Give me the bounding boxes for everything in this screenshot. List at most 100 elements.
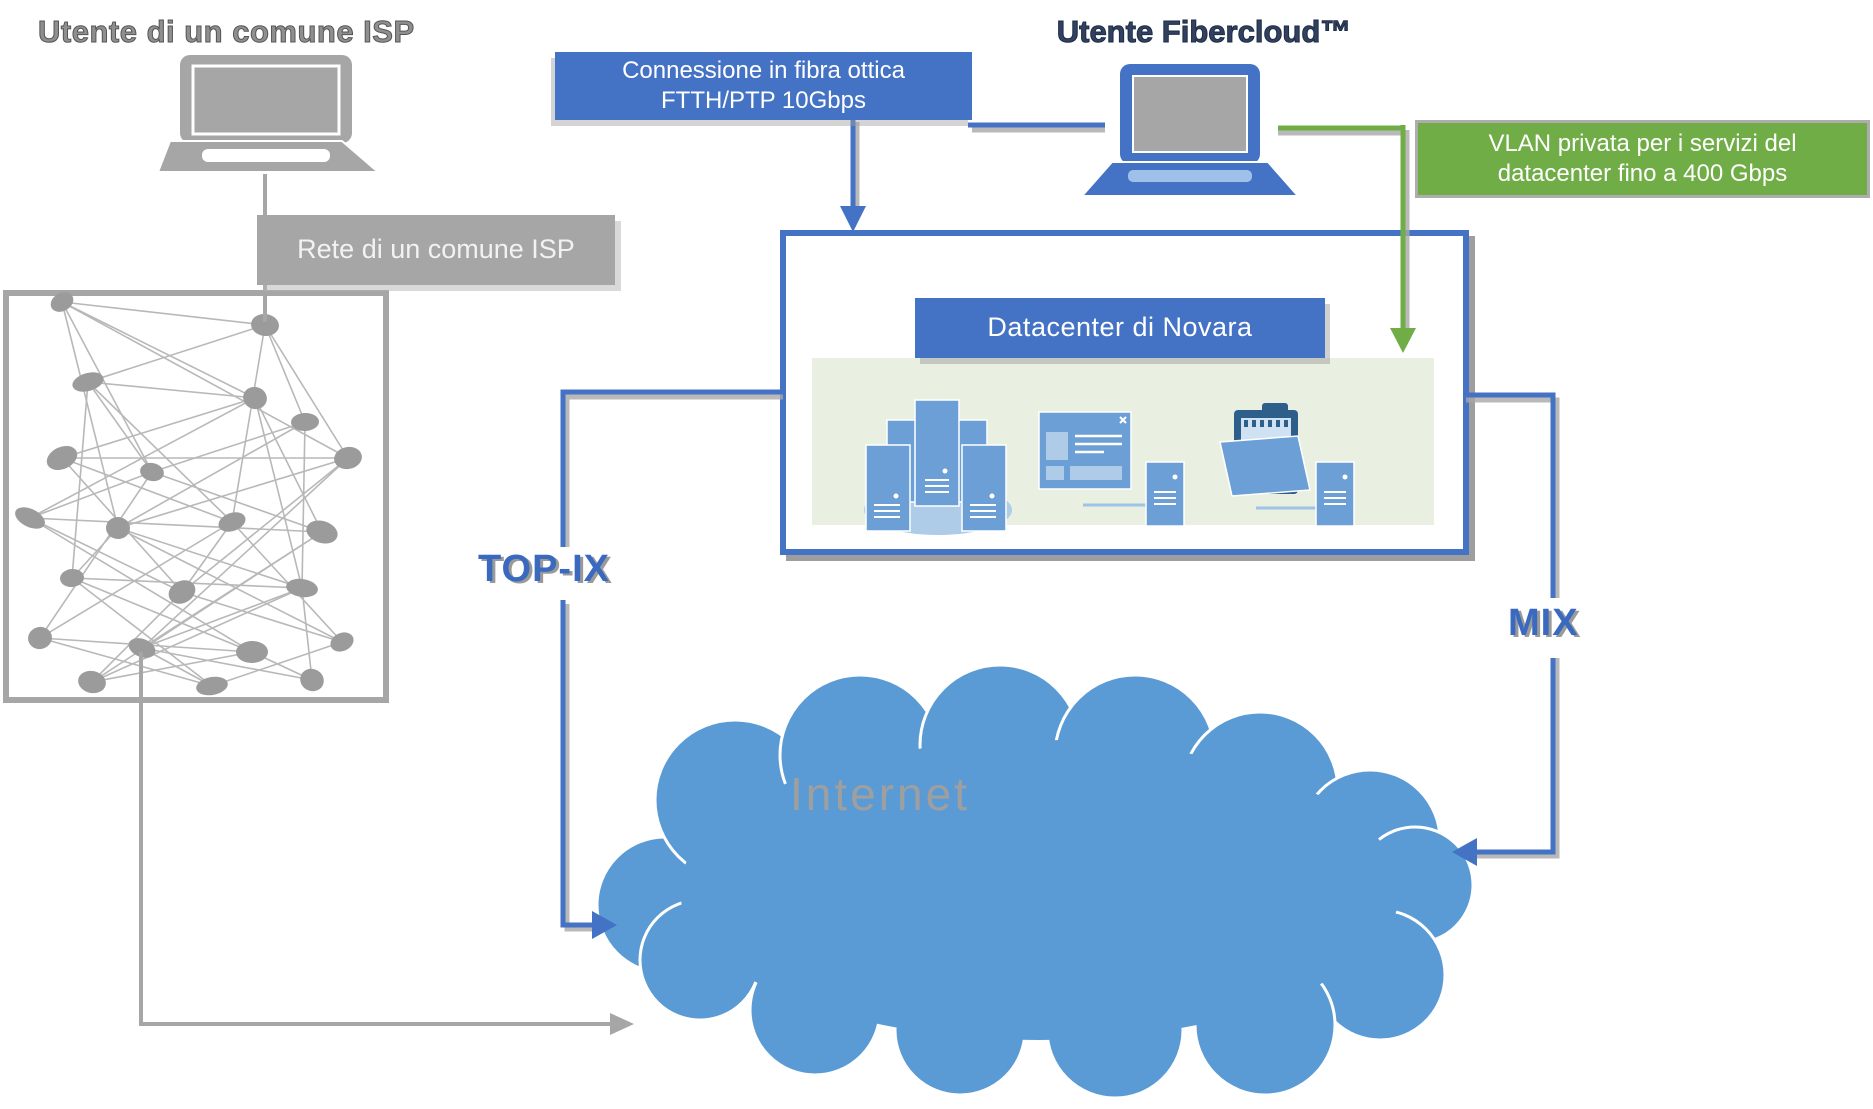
mesh-edge: [87, 324, 266, 383]
mesh-node: [140, 462, 164, 482]
fiber-connection-label: Connessione in fibra ottica FTTH/PTP 10G…: [555, 52, 972, 120]
internet-cloud: Internet: [595, 663, 1475, 1100]
open-folder-icon: [1219, 403, 1311, 497]
mesh-edge: [87, 381, 256, 399]
mesh-edge: [264, 324, 349, 459]
vlan-line1: VLAN privata per i servizi del: [1488, 130, 1797, 157]
fiber-connection-line1: Connessione in fibra ottica: [622, 57, 905, 84]
mesh-node: [28, 626, 52, 650]
mesh-edge: [39, 471, 153, 639]
mesh-node: [251, 313, 279, 337]
mesh-node: [15, 507, 45, 529]
isp-user-title: Utente di un comune ISP: [38, 14, 415, 50]
mesh-edge: [231, 521, 343, 643]
mesh-edge: [181, 591, 343, 643]
mix-connection-line: [1452, 392, 1560, 866]
isp-laptop-icon: [156, 55, 381, 173]
topix-label: TOP-IX: [478, 548, 610, 590]
mesh-edge: [61, 457, 233, 523]
isp-network-mesh: [3, 290, 389, 703]
arrowhead-down-green: [1390, 328, 1416, 353]
mesh-edge: [254, 397, 323, 533]
isp-internet-line: [139, 652, 634, 1035]
mesh-edge: [301, 421, 306, 589]
mesh-edge: [141, 457, 349, 649]
internet-label: Internet: [790, 768, 970, 820]
mesh-node: [330, 632, 354, 652]
tower-pc-icon: [1145, 461, 1185, 527]
mesh-edge: [91, 531, 323, 683]
mesh-edge: [141, 587, 303, 649]
mesh-border: [3, 290, 389, 703]
mesh-node: [306, 520, 338, 544]
mesh-node: [128, 638, 156, 658]
arrowhead-right-blue: [592, 911, 617, 939]
mesh-edge: [91, 587, 303, 683]
mesh-edge: [61, 301, 349, 459]
mesh-edge: [61, 397, 256, 459]
mesh-node: [168, 580, 196, 604]
mesh-edge: [87, 381, 233, 523]
fibercloud-laptop-icon: [1079, 64, 1301, 197]
mesh-edge: [71, 577, 253, 653]
mesh-edge: [264, 324, 306, 423]
mesh-node: [236, 640, 268, 664]
application-window-icon: [1038, 411, 1132, 490]
mesh-edge: [29, 517, 323, 533]
datacenter-label: Datacenter di Novara: [915, 298, 1325, 358]
mesh-node: [46, 445, 78, 471]
server-rack-icon: [864, 399, 1012, 535]
mesh-edge: [231, 324, 266, 523]
mesh-edge: [301, 587, 313, 681]
mesh-edge: [117, 421, 306, 529]
arrowhead-left-blue: [1452, 838, 1477, 866]
mesh-node: [291, 412, 319, 432]
mesh-edge: [117, 457, 349, 529]
fiber-connection-line: [840, 118, 1105, 232]
mesh-edge: [87, 381, 153, 473]
mix-label: MIX: [1508, 602, 1579, 644]
vlan-connection-line: [1278, 125, 1416, 353]
mesh-edge: [61, 301, 266, 326]
mesh-node: [218, 512, 246, 532]
tower-pc-icon: [1315, 461, 1355, 527]
mesh-node: [243, 386, 267, 410]
mesh-edge: [254, 397, 303, 589]
mesh-edge: [29, 517, 253, 653]
mesh-edge: [181, 521, 233, 593]
mesh-node: [300, 668, 324, 692]
mesh-edge: [211, 641, 343, 687]
close-icon: [1119, 416, 1127, 424]
mesh-edge: [151, 421, 306, 473]
fibercloud-user-title: Utente Fibercloud™: [1056, 14, 1352, 50]
datacenter-interior: [812, 358, 1434, 535]
fiber-connection-line2: FTTH/PTP 10Gbps: [661, 87, 866, 114]
mesh-node: [334, 446, 362, 470]
vlan-label: VLAN privata per i servizi del datacente…: [1415, 120, 1870, 198]
mesh-edge: [61, 301, 119, 529]
mesh-edge: [61, 301, 256, 399]
mesh-edge: [29, 471, 153, 519]
topix-connection-line: [560, 389, 783, 939]
mesh-edge: [91, 591, 183, 683]
mesh-node: [196, 676, 228, 696]
vlan-line2: datacenter fino a 400 Gbps: [1497, 160, 1788, 187]
mesh-node: [106, 516, 130, 540]
mesh-edge: [117, 527, 303, 589]
mesh-edge: [181, 457, 349, 593]
arrowhead-down-blue: [840, 206, 866, 232]
mesh-edge: [39, 637, 213, 687]
mesh-node: [50, 292, 74, 312]
mesh-node: [60, 568, 84, 588]
mesh-edge: [61, 301, 153, 473]
mesh-edge: [91, 651, 253, 683]
mesh-node: [72, 372, 104, 392]
isp-network-label: Rete di un comune ISP: [257, 215, 615, 285]
mesh-edge: [151, 471, 323, 533]
mesh-node: [286, 578, 318, 598]
mesh-node: [78, 670, 106, 694]
arrowhead-right-gray: [610, 1013, 634, 1035]
mesh-edge: [29, 517, 183, 593]
